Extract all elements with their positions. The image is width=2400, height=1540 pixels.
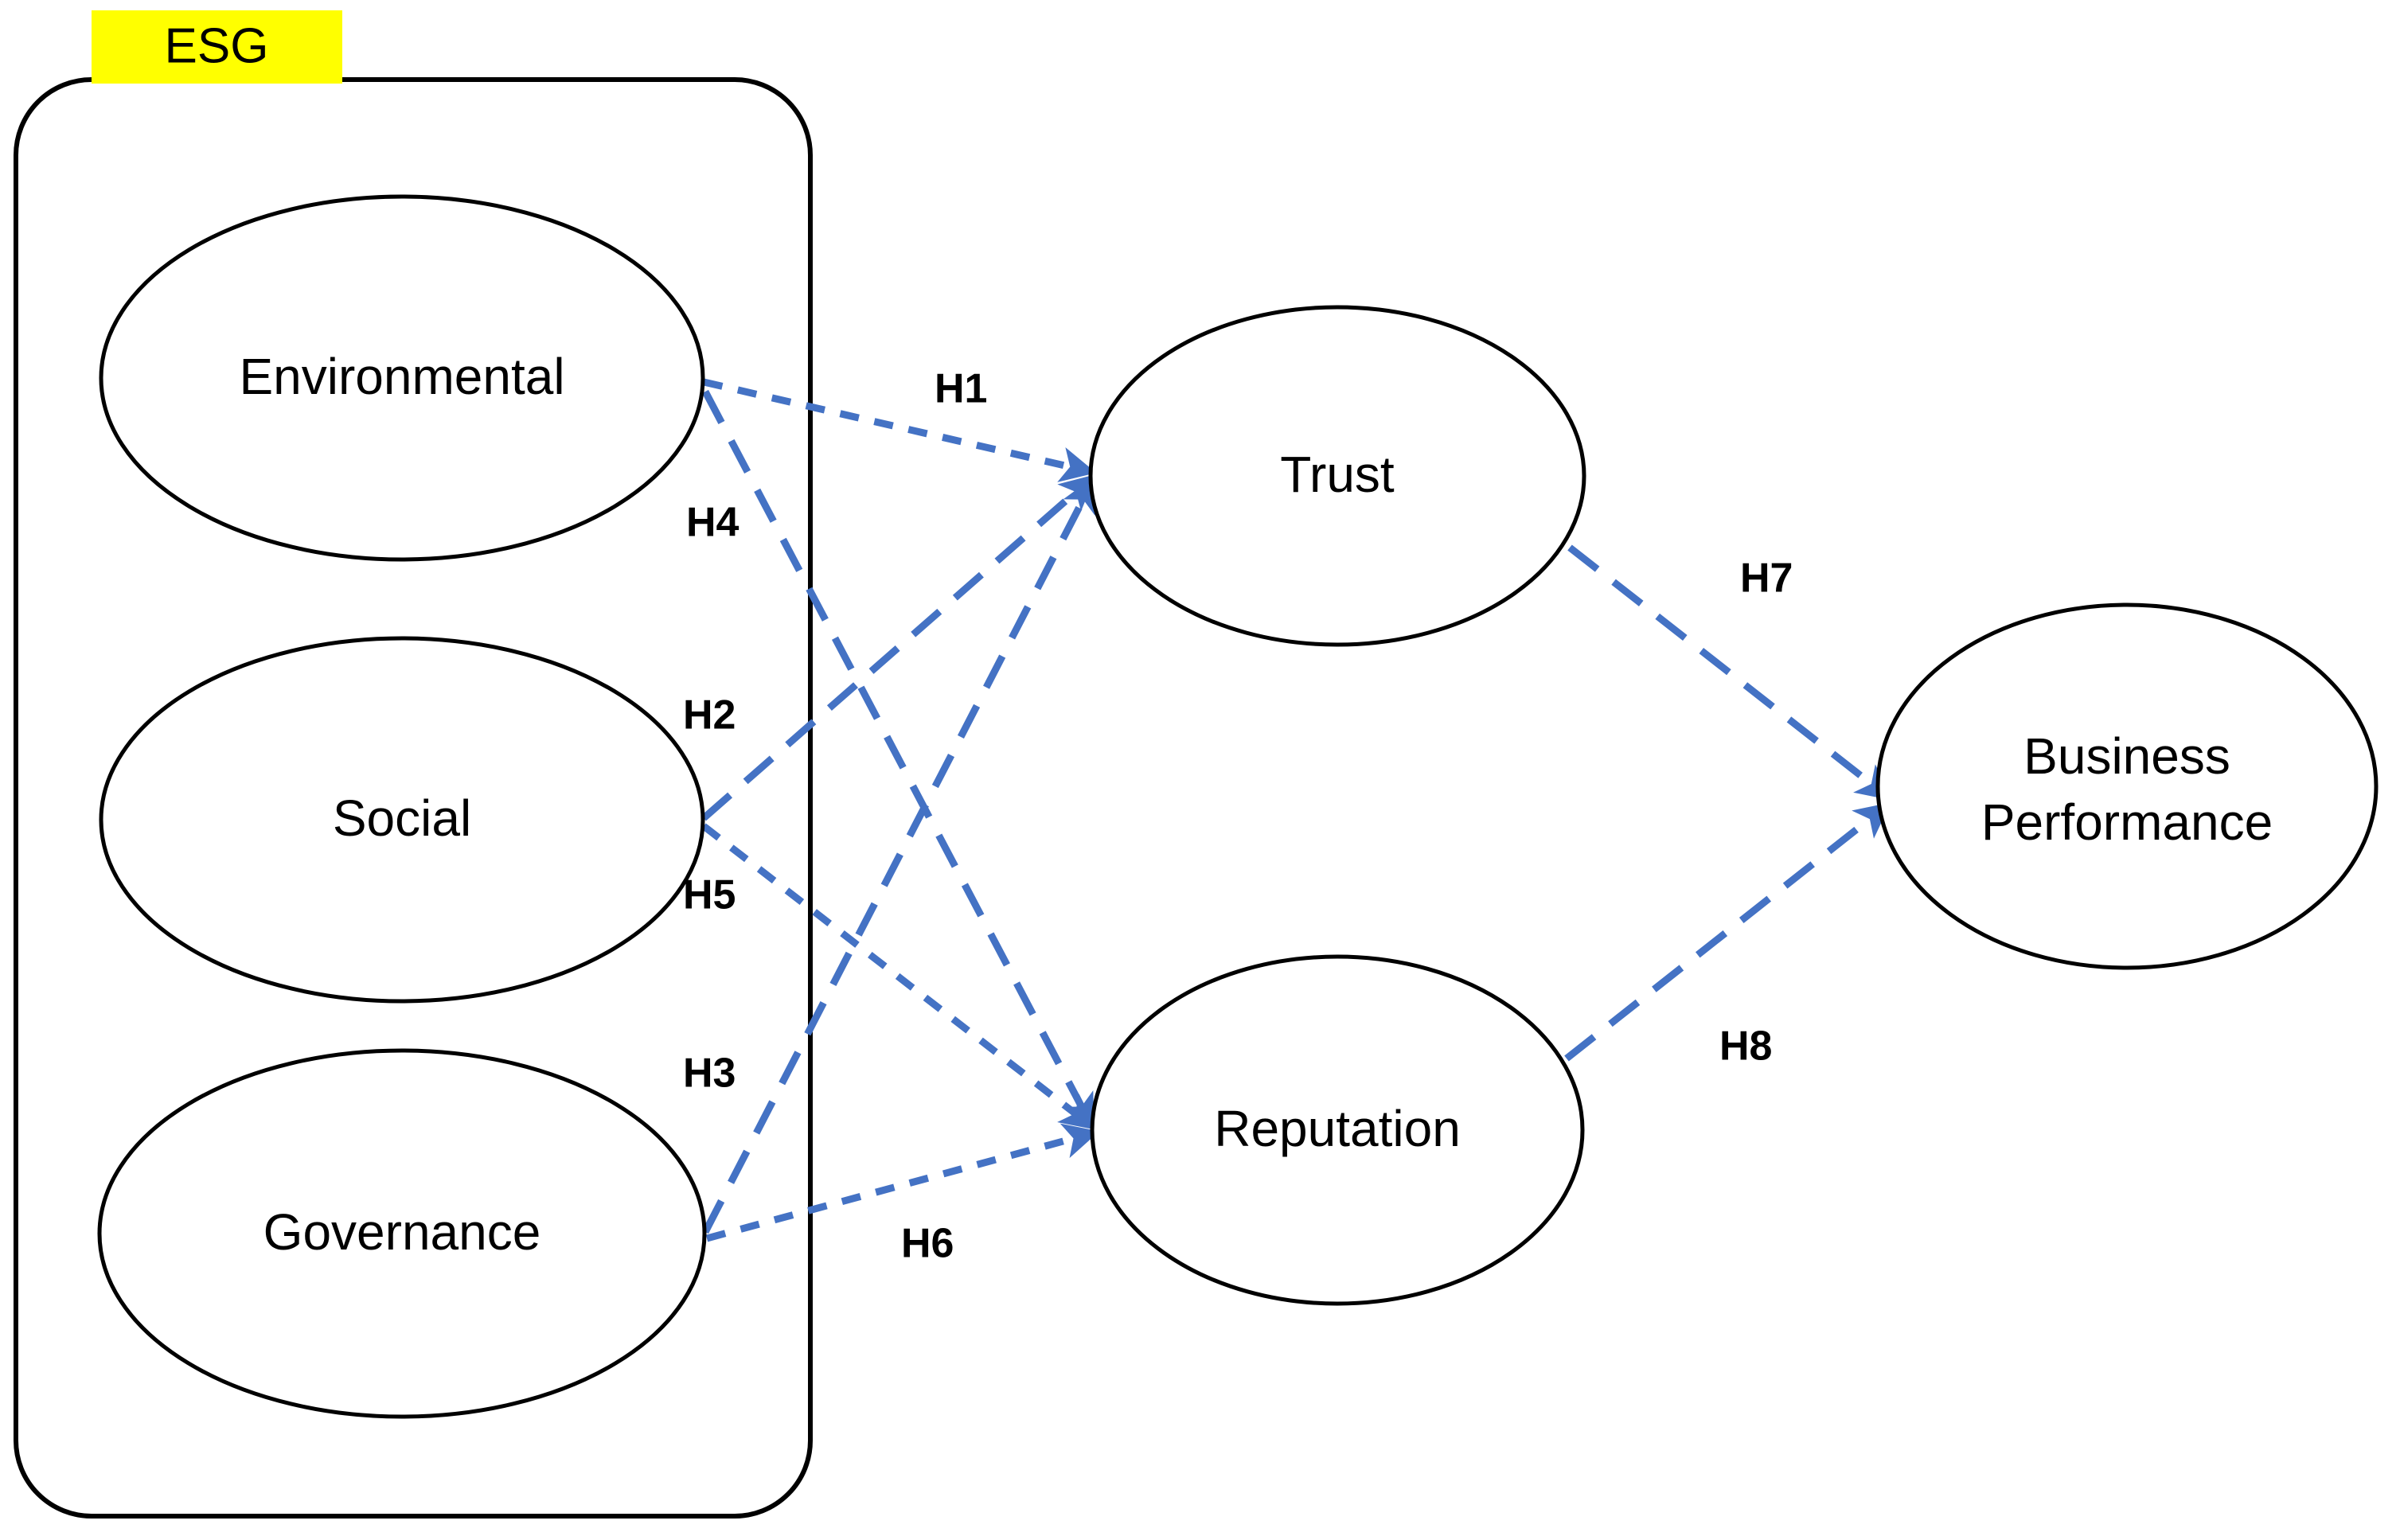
node-social[interactable] — [99, 636, 705, 1004]
path-h1-environmental-to-trust — [702, 378, 1097, 482]
node-environmental[interactable] — [99, 194, 705, 562]
node-business-performance-label-line1: Business — [2023, 727, 2230, 785]
esg-group-boundary — [14, 77, 813, 1519]
hypothesis-label-h3: H3 — [683, 1051, 736, 1097]
hypothesis-label-h8: H8 — [1719, 1023, 1772, 1070]
node-social-label: Social — [333, 789, 471, 847]
node-trust[interactable] — [1088, 305, 1586, 647]
path-h6-governance-to-reputation — [705, 1123, 1100, 1242]
node-reputation-label: Reputation — [1214, 1100, 1461, 1157]
path-h7-trust-to-business-performance — [1567, 544, 1893, 801]
esg-group-chip — [92, 10, 342, 84]
path-h2-social-to-trust — [701, 474, 1097, 821]
node-governance[interactable] — [97, 1048, 707, 1419]
node-trust-label: Trust — [1280, 446, 1395, 503]
path-h5-social-to-reputation — [701, 823, 1097, 1130]
node-business-performance-label-line2: Performance — [1981, 793, 2273, 851]
path-h3-governance-to-trust — [702, 475, 1096, 1234]
path-h4-environmental-to-reputation — [702, 389, 1095, 1131]
esg-group-chip-label: ESG — [165, 18, 269, 73]
hypothesis-label-h5: H5 — [683, 872, 736, 918]
node-environmental-label: Environmental — [239, 348, 564, 405]
hypothesis-label-h6: H6 — [901, 1221, 954, 1267]
node-governance-label: Governance — [263, 1203, 541, 1261]
hypothesis-label-h7: H7 — [1740, 556, 1793, 602]
path-h8-reputation-to-business-performance — [1564, 802, 1891, 1062]
node-business-performance[interactable] — [1875, 602, 2379, 970]
hypothesis-label-h4: H4 — [686, 500, 740, 546]
hypothesis-label-h1: H1 — [935, 366, 987, 412]
hypothesis-label-h2: H2 — [683, 692, 736, 739]
node-reputation[interactable] — [1090, 954, 1585, 1306]
